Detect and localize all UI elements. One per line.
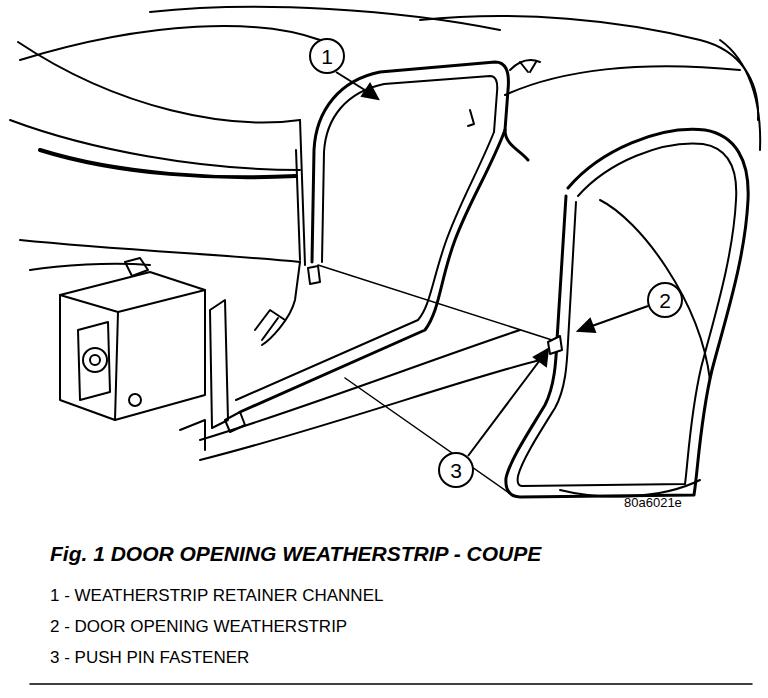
callout-number: 1 — [321, 46, 333, 67]
callout-number: 2 — [659, 290, 671, 311]
legend-item: 1 - WEATHERSTRIP RETAINER CHANNEL — [50, 587, 383, 606]
callout-circle: 3 — [438, 452, 474, 488]
callout-circle: 2 — [647, 282, 683, 318]
callout-number: 3 — [450, 460, 462, 481]
callout-circle: 1 — [309, 38, 345, 74]
legend-item: 3 - PUSH PIN FASTENER — [50, 649, 249, 668]
legend-item: 2 - DOOR OPENING WEATHERSTRIP — [50, 618, 347, 637]
figure-caption: Fig. 1 DOOR OPENING WEATHERSTRIP - COUPE — [50, 542, 541, 565]
drawing-code: 80a6021e — [624, 496, 682, 510]
